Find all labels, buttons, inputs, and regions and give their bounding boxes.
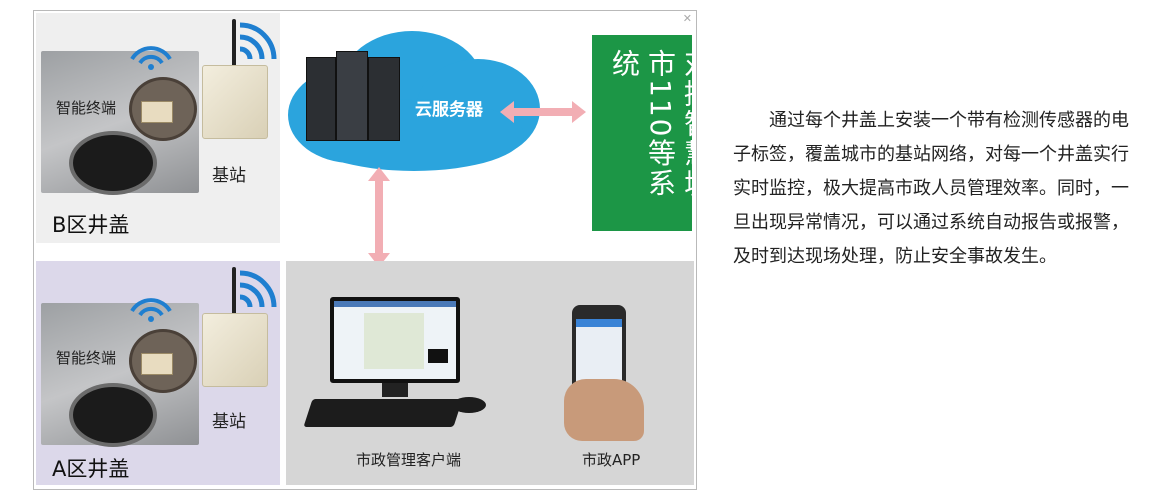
zone-b-title: B区井盖 xyxy=(52,209,129,239)
base-station-box xyxy=(202,65,268,139)
close-icon[interactable]: ✕ xyxy=(683,12,692,25)
station-label-b: 基站 xyxy=(212,161,246,186)
zone-a-panel: 智能终端 基站 A区井盖 xyxy=(36,261,280,485)
terminal-device xyxy=(141,101,173,123)
city-system-label: 对接智慧城市110等系统 xyxy=(606,49,697,225)
zone-a-title: A区井盖 xyxy=(52,453,129,483)
base-station-box xyxy=(202,313,268,387)
monitor-stand xyxy=(382,383,408,397)
wifi-icon xyxy=(128,293,174,323)
city-system-box: 对接智慧城市110等系统 xyxy=(592,35,692,231)
manhole-photo-a xyxy=(41,303,199,445)
signal-icon xyxy=(236,17,278,63)
wifi-icon xyxy=(128,41,174,71)
zone-b-panel: 智能终端 基站 B区井盖 xyxy=(36,13,280,243)
terminal-label-a: 智能终端 xyxy=(56,347,116,368)
app-label: 市政APP xyxy=(582,449,640,470)
description-paragraph: 通过每个井盖上安装一个带有检测传感器的电子标签，覆盖城市的基站网络，对每一个井盖… xyxy=(733,104,1133,274)
keyboard-icon xyxy=(303,399,462,427)
terminal-label-b: 智能终端 xyxy=(56,97,116,118)
server-rack-icon xyxy=(306,49,400,141)
client-panel: 市政管理客户端 市政APP xyxy=(286,261,694,485)
architecture-diagram: ✕ 智能终端 基站 B区井盖 xyxy=(33,10,697,490)
bidirectional-arrow-icon xyxy=(500,99,586,125)
manhole-opening xyxy=(69,383,157,447)
terminal-device xyxy=(141,353,173,375)
pc-client-label: 市政管理客户端 xyxy=(356,449,461,470)
description-text: 通过每个井盖上安装一个带有检测传感器的电子标签，覆盖城市的基站网络，对每一个井盖… xyxy=(733,104,1133,274)
hand-shape xyxy=(564,379,644,441)
cloud-server-label: 云服务器 xyxy=(415,95,483,120)
station-label-a: 基站 xyxy=(212,407,246,432)
manhole-opening xyxy=(69,131,157,195)
monitor-icon xyxy=(330,297,460,383)
mouse-icon xyxy=(452,397,486,413)
signal-icon xyxy=(236,265,278,311)
manhole-photo-b xyxy=(41,51,199,193)
bidirectional-arrow-icon xyxy=(366,167,392,267)
